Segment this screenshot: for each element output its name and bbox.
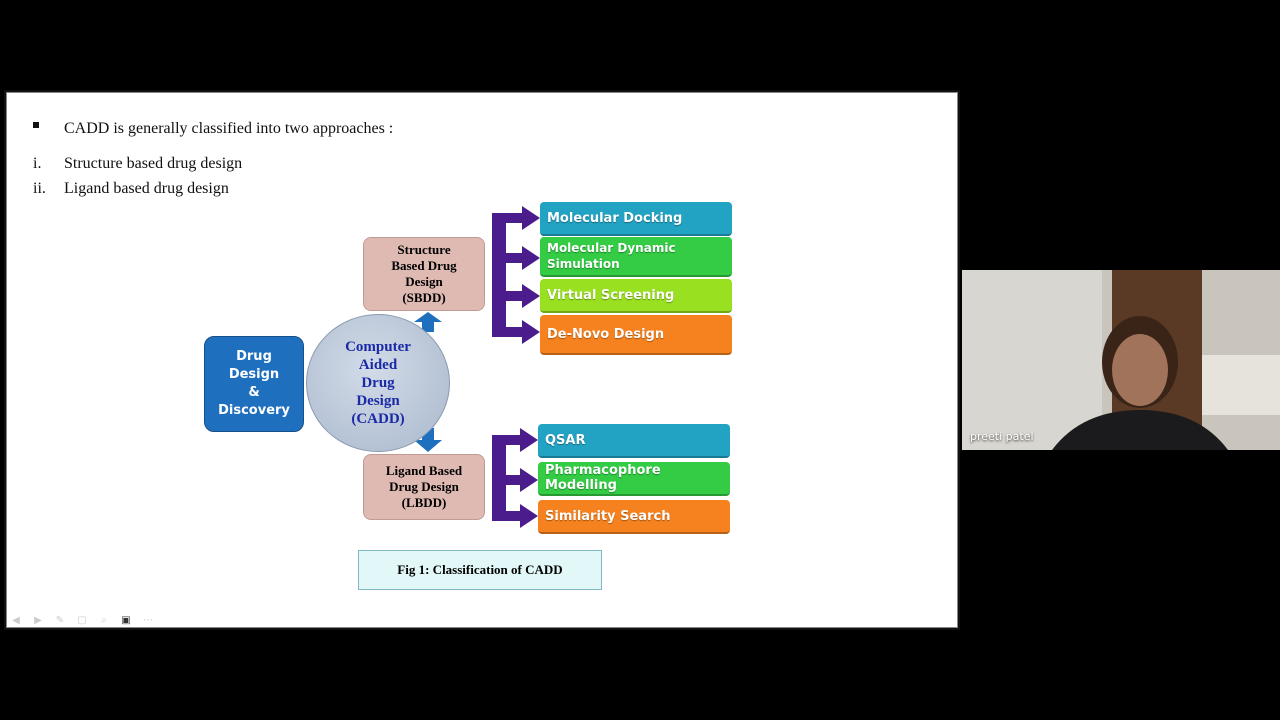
more-icon[interactable]: ⋯: [140, 612, 156, 628]
lbdd-node: Ligand Based Drug Design (LBDD): [363, 454, 485, 520]
sbdd-node: Structure Based Drug Design (SBDD): [363, 237, 485, 311]
pen-icon[interactable]: ✎: [52, 612, 68, 628]
lbdd-branch-arrows: [492, 428, 538, 528]
method-de-novo-design: De-Novo Design: [540, 315, 732, 355]
figure-caption: Fig 1: Classification of CADD: [358, 550, 602, 590]
participant-video-frame: [962, 270, 1280, 450]
slide-toolbar: ◀ ▶ ✎ ▢ ⌕ ▣ ⋯: [8, 612, 156, 628]
method-qsar: QSAR: [538, 424, 730, 458]
method-similarity-search: Similarity Search: [538, 500, 730, 534]
method-molecular-dynamic-simulation: Molecular Dynamic Simulation: [540, 237, 732, 277]
presentation-slide: CADD is generally classified into two ap…: [4, 90, 960, 630]
prev-icon[interactable]: ◀: [8, 612, 24, 628]
root-node-drug-design: Drug Design & Discovery: [204, 336, 304, 432]
method-molecular-docking: Molecular Docking: [540, 202, 732, 236]
diagram-connectors: [6, 92, 958, 628]
zoom-icon[interactable]: ▢: [74, 612, 90, 628]
next-icon[interactable]: ▶: [30, 612, 46, 628]
search-icon[interactable]: ⌕: [96, 612, 112, 628]
method-pharmacophore-modelling: Pharmacophore Modelling: [538, 462, 730, 496]
center-node-cadd: Computer Aided Drug Design (CADD): [306, 314, 450, 452]
camera-icon[interactable]: ▣: [118, 612, 134, 628]
method-virtual-screening: Virtual Screening: [540, 279, 732, 313]
sbdd-bracket: [492, 215, 506, 335]
participant-name: preeti patel: [970, 430, 1034, 443]
participant-video[interactable]: preeti patel: [962, 270, 1280, 450]
